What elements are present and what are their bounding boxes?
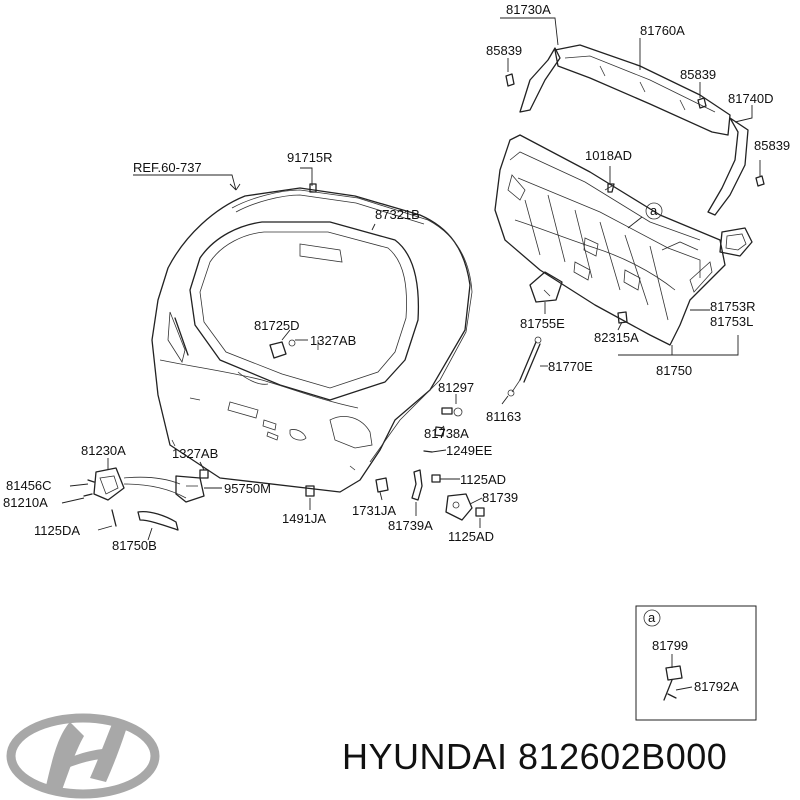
label-81730a: 81730A <box>506 2 551 17</box>
brand-caption: HYUNDAI 812602B000 <box>342 736 727 778</box>
label-81456c: 81456C <box>6 478 52 493</box>
label-1125ad-a: 1125AD <box>460 472 506 487</box>
label-81739a: 81739A <box>388 518 433 533</box>
fasteners <box>199 73 765 517</box>
label-81738a: 81738A <box>424 426 469 441</box>
label-1125ad-b: 1125AD <box>448 529 494 544</box>
label-81753r: 81753R <box>710 299 756 314</box>
label-81753l: 81753L <box>710 314 753 329</box>
part-81725d <box>269 341 287 359</box>
label-1018ad: 1018AD <box>585 148 632 163</box>
inner-trim-panel <box>494 134 726 346</box>
reference-circle-a <box>645 202 663 220</box>
label-81210a: 81210A <box>3 495 48 510</box>
inset-marker: a <box>648 610 656 625</box>
label-91715r: 91715R <box>287 150 333 165</box>
handle-81755e <box>529 271 563 303</box>
part-number: 812602B000 <box>518 736 728 777</box>
inset-label-81799: 81799 <box>652 638 688 653</box>
label-82315a: 82315A <box>594 330 639 345</box>
label-85839-b: 85839 <box>680 67 716 82</box>
label-85839-c: 85839 <box>754 138 790 153</box>
bracket-81739 <box>445 493 473 521</box>
label-81739: 81739 <box>482 490 518 505</box>
label-81755e: 81755E <box>520 316 565 331</box>
label-81297: 81297 <box>438 380 474 395</box>
tailgate-outer-panel <box>151 187 471 493</box>
weatherstrip-87321b <box>231 189 473 463</box>
label-81770e: 81770E <box>548 359 593 374</box>
label-1327ab-a: 1327AB <box>310 333 356 348</box>
label-1125da: 1125DA <box>34 523 80 538</box>
label-circle-a: a <box>650 203 658 218</box>
label-81750b: 81750B <box>112 538 157 553</box>
gas-lifter-81770e <box>507 336 542 397</box>
brand-name: HYUNDAI <box>342 736 508 777</box>
label-81750: 81750 <box>656 363 692 378</box>
inset-detail-a: a 81799 81792A <box>635 605 757 721</box>
part-labels: REF.60-737 81730A 85839 81760A 85839 817… <box>3 2 790 553</box>
label-95750m: 95750M <box>224 481 271 496</box>
leader-lines <box>61 17 761 541</box>
upper-garnish-81760a <box>554 44 731 136</box>
side-garnish-81740d <box>707 117 749 216</box>
label-ref: REF.60-737 <box>133 160 202 175</box>
label-1731ja: 1731JA <box>352 503 396 518</box>
cover-81753rl <box>719 227 753 257</box>
inset-label-81792a: 81792A <box>694 679 739 694</box>
latch-assembly <box>83 467 205 531</box>
side-garnish-81730a <box>519 47 561 113</box>
label-81760a: 81760A <box>640 23 685 38</box>
label-87321b: 87321B <box>375 207 420 222</box>
striker-81739a <box>411 469 423 501</box>
hyundai-logo <box>6 713 160 799</box>
label-1491ja: 1491JA <box>282 511 326 526</box>
label-1249ee: 1249EE <box>446 443 493 458</box>
label-81163: 81163 <box>486 409 521 424</box>
label-1327ab-b: 1327AB <box>172 446 218 461</box>
label-85839-a: 85839 <box>486 43 522 58</box>
label-81230a: 81230A <box>81 443 126 458</box>
label-81740d: 81740D <box>728 91 774 106</box>
label-81725d: 81725D <box>254 318 300 333</box>
